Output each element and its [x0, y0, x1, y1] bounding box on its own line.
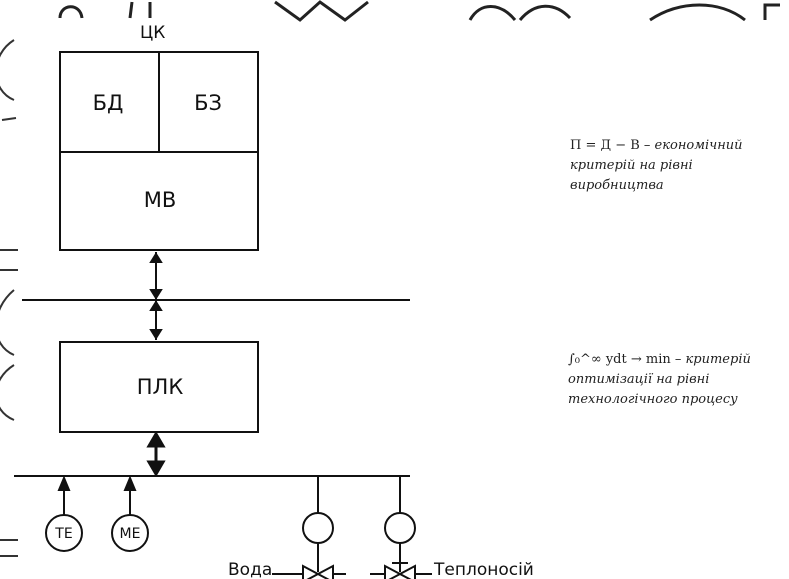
economic-criterion-text: – економічний критерій на рівні виробниц…	[570, 138, 743, 193]
water-actuator-circle	[302, 512, 334, 544]
coolant-valve-left	[384, 564, 403, 579]
me-sensor-label: МЕ	[120, 526, 141, 542]
water-actuator	[272, 476, 346, 579]
plc-bus-connector	[146, 431, 166, 477]
coolant-valve-right	[397, 564, 416, 579]
upper-block	[59, 51, 259, 251]
me-sensor-circle	[111, 514, 149, 552]
water-valve-right	[315, 564, 334, 579]
left-decorative-strokes	[0, 39, 18, 557]
sensor-me	[111, 475, 149, 552]
te-sensor-label: ТЕ	[54, 526, 72, 542]
mv-label: МВ	[144, 188, 177, 212]
optimization-criterion-note: ∫₀^∞ ydt → min – критерій оптимізації на…	[568, 350, 786, 410]
water-valve-left	[302, 564, 321, 579]
plc-box	[59, 341, 259, 433]
database-label: БД	[93, 91, 124, 115]
central-complex-label: ЦК	[140, 23, 165, 43]
economic-formula: П = Д − В	[570, 138, 640, 153]
upper-connector	[149, 252, 163, 340]
coolant-label: Теплоносій	[433, 560, 534, 579]
coolant-actuator-circle	[384, 512, 416, 544]
economic-criterion-note: П = Д − В – економічний критерій на рівн…	[570, 136, 785, 196]
optimization-formula: ∫₀^∞ ydt → min	[568, 352, 671, 367]
coolant-actuator	[370, 476, 432, 579]
te-sensor-circle	[45, 514, 83, 552]
sensor-te	[45, 475, 83, 552]
water-label: Вода	[228, 560, 272, 579]
optimization-criterion-text: – критерій оптимізації на рівні технолог…	[568, 352, 751, 407]
knowledge-base-label: БЗ	[194, 91, 222, 115]
plc-label: ПЛК	[137, 375, 184, 399]
top-decorative-strokes	[58, 0, 780, 22]
